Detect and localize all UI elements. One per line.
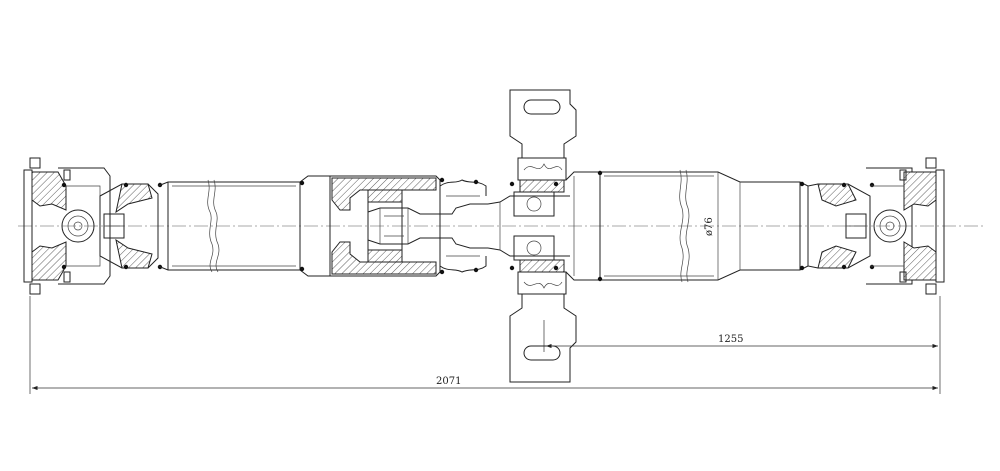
left-universal-joint [61,182,163,270]
right-universal-joint [807,182,875,270]
right-flange-yoke [866,157,945,295]
dimension-rear-section: 1255 [543,296,941,352]
dimension-overall: 2071 [29,296,941,394]
rear-section-length-label: 1255 [718,334,743,345]
overall-length-label: 2071 [436,376,461,387]
tube-diameter-label: ø76 [704,217,715,236]
front-tube [157,175,330,277]
center-bearing-bracket [487,89,577,383]
rear-tube: ø76 [565,169,809,283]
slip-joint-housing [329,175,488,277]
